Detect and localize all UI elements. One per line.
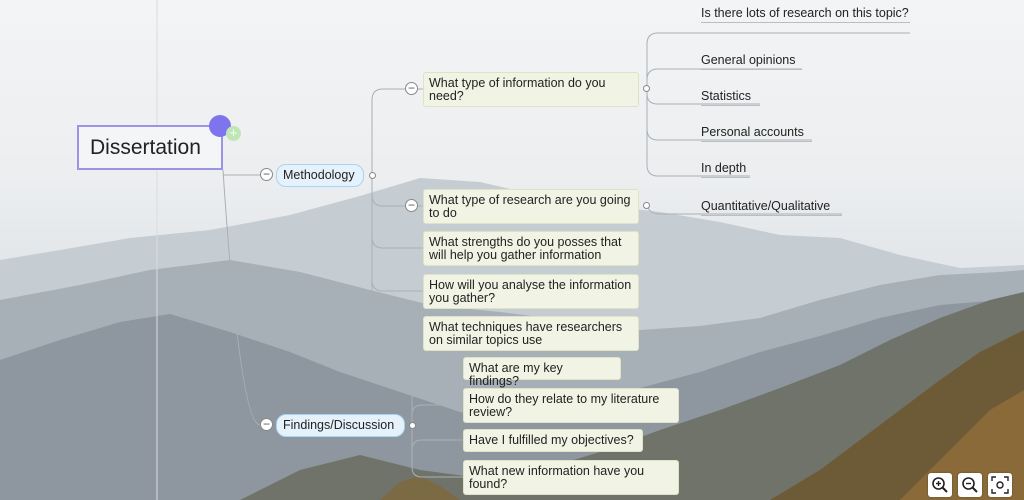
question-literature-relation[interactable]: How do they relate to my literature revi… — [463, 388, 679, 423]
leaf-label: General opinions — [701, 53, 796, 67]
topic-findings-discussion[interactable]: Findings/Discussion — [276, 414, 405, 437]
connector-dot — [643, 202, 650, 209]
connector-dot — [643, 85, 650, 92]
zoom-out-icon — [962, 477, 978, 493]
question-objectives[interactable]: Have I fulfilled my objectives? — [463, 429, 643, 452]
question-new-information[interactable]: What new information have you found? — [463, 460, 679, 495]
collapse-research-icon[interactable]: − — [405, 199, 418, 212]
question-research-type[interactable]: What type of research are you going to d… — [423, 189, 639, 224]
question-label: What are my key findings? — [469, 361, 563, 388]
leaf-research-amount[interactable]: Is there lots of research on this topic? — [701, 7, 910, 23]
add-node-icon[interactable]: + — [226, 126, 241, 141]
question-label: What new information have you found? — [469, 464, 645, 491]
zoom-in-button[interactable] — [928, 473, 952, 497]
question-techniques[interactable]: What techniques have researchers on simi… — [423, 316, 639, 351]
root-node-label: Dissertation — [90, 135, 201, 159]
zoom-out-button[interactable] — [958, 473, 982, 497]
zoom-in-icon — [932, 477, 948, 493]
connector-dot — [409, 422, 416, 429]
leaf-label: In depth — [701, 161, 747, 175]
question-label: How do they relate to my literature revi… — [469, 392, 660, 419]
leaf-label: Personal accounts — [701, 125, 804, 139]
question-label: What techniques have researchers on simi… — [429, 320, 623, 347]
collapse-methodology-icon[interactable]: − — [260, 168, 273, 181]
fit-screen-button[interactable] — [988, 473, 1012, 497]
topic-label: Methodology — [283, 168, 355, 182]
question-analyse[interactable]: How will you analyse the information you… — [423, 274, 639, 309]
question-strengths[interactable]: What strengths do you posses that will h… — [423, 231, 639, 266]
question-label: What type of research are you going to d… — [429, 193, 631, 220]
collapse-info-icon[interactable]: − — [405, 82, 418, 95]
leaf-label: Is there lots of research on this topic? — [701, 6, 909, 20]
drag-handle[interactable] — [209, 115, 231, 137]
leaf-general-opinions[interactable]: General opinions — [701, 54, 802, 70]
leaf-personal-accounts[interactable]: Personal accounts — [701, 126, 812, 142]
leaf-statistics[interactable]: Statistics — [701, 90, 760, 106]
leaf-label: Statistics — [701, 89, 752, 103]
root-node[interactable]: Dissertation — [77, 125, 223, 170]
question-label: How will you analyse the information you… — [429, 278, 632, 305]
leaf-in-depth[interactable]: In depth — [701, 162, 750, 178]
fit-screen-icon — [991, 476, 1009, 494]
question-label: What type of information do you need? — [429, 76, 606, 103]
question-label: Have I fulfilled my objectives? — [469, 433, 634, 447]
leaf-label: Quantitative/Qualitative — [701, 199, 831, 213]
leaf-quantitative-qualitative[interactable]: Quantitative/Qualitative — [701, 200, 842, 216]
question-label: What strengths do you posses that will h… — [429, 235, 622, 262]
collapse-findings-icon[interactable]: − — [260, 418, 273, 431]
question-info-type[interactable]: What type of information do you need? — [423, 72, 639, 107]
connector-dot — [369, 172, 376, 179]
topic-label: Findings/Discussion — [283, 418, 395, 432]
topic-methodology[interactable]: Methodology — [276, 164, 364, 187]
question-key-findings[interactable]: What are my key findings? — [463, 357, 621, 388]
